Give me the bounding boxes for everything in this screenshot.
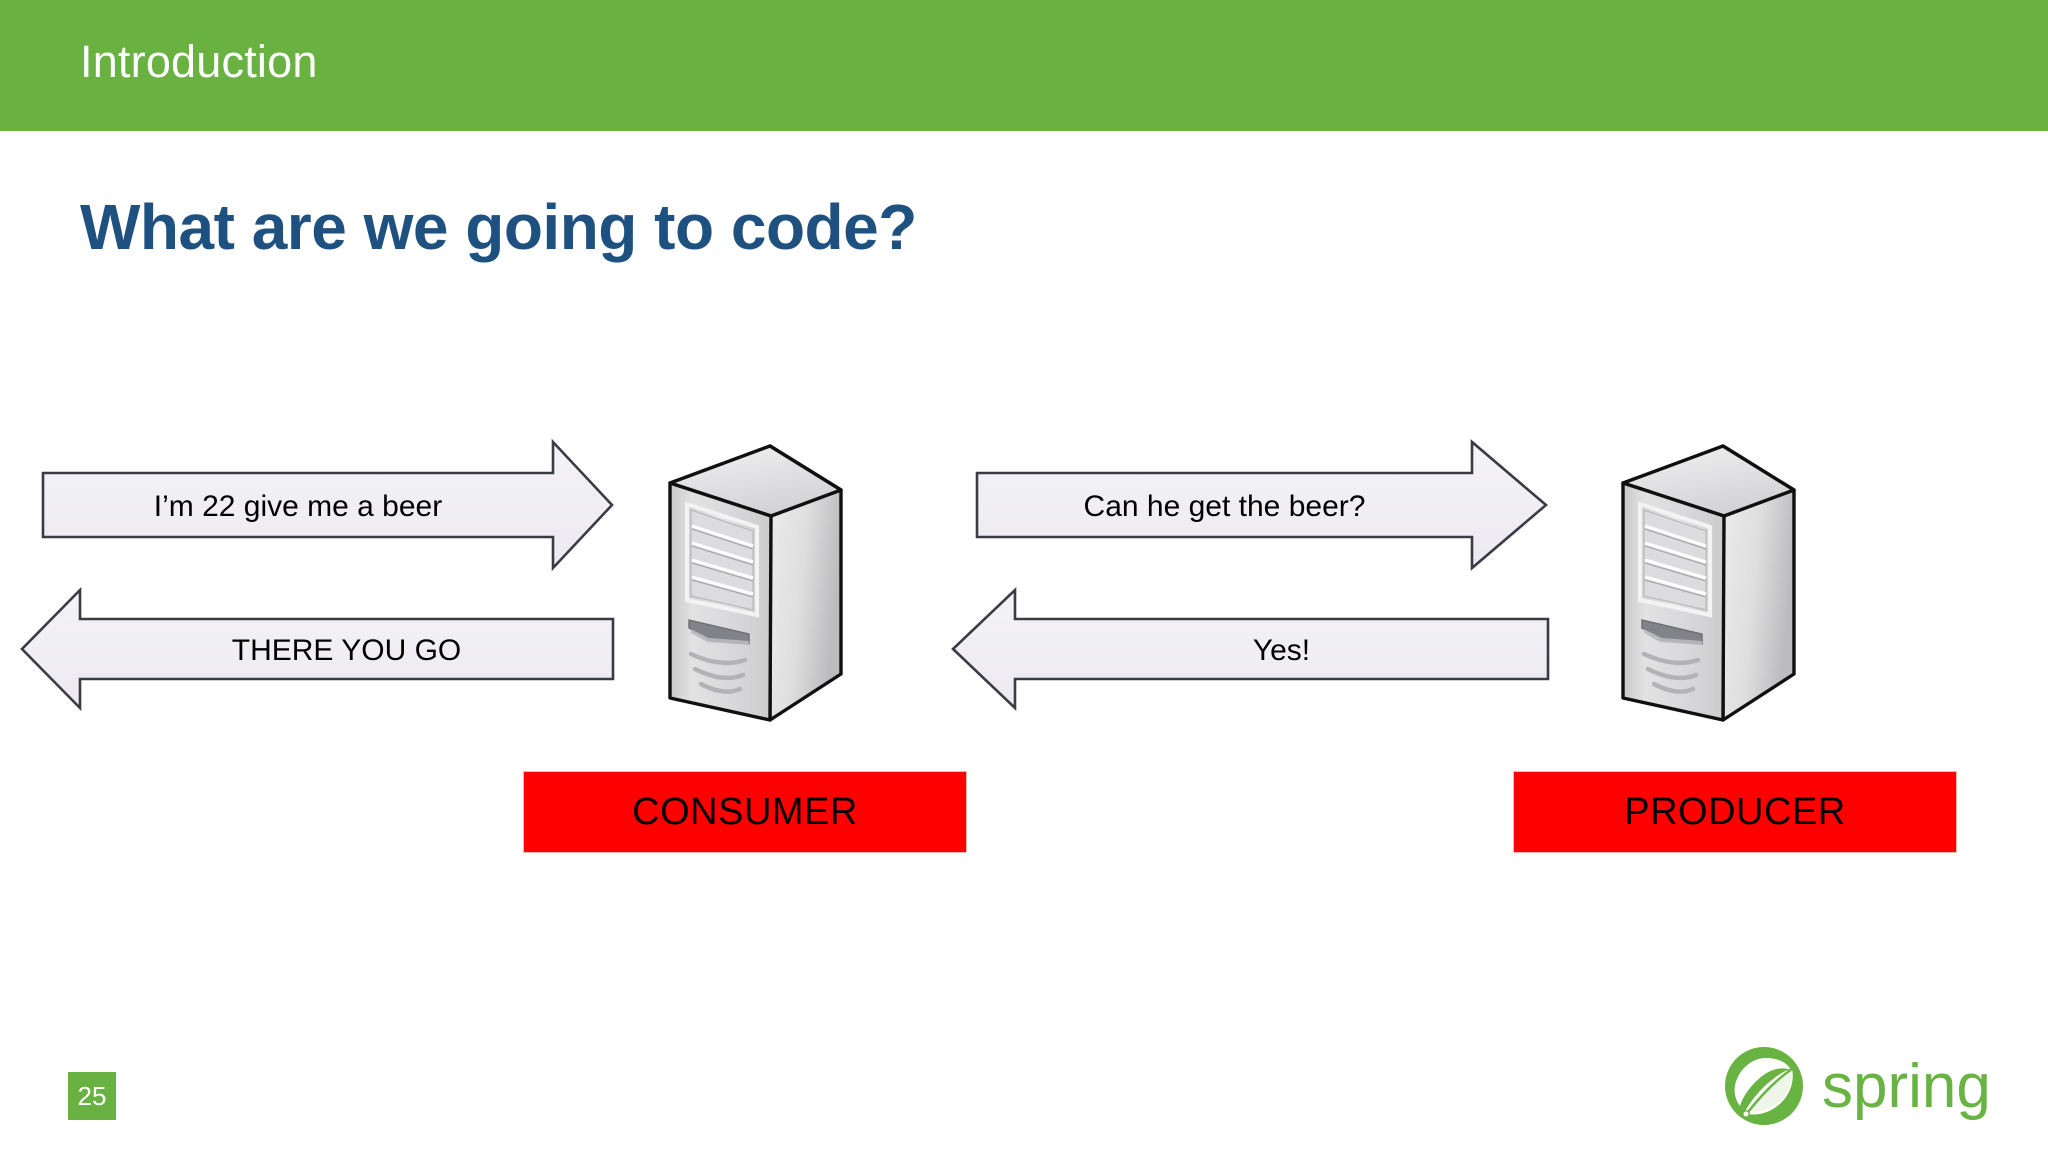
message-arrow-right-2 bbox=[975, 439, 1549, 571]
message-label-1: I’m 22 give me a beer bbox=[153, 490, 443, 523]
section-label: Introduction bbox=[80, 36, 318, 87]
message-arrow-left-1 bbox=[20, 586, 615, 712]
server-tower-icon-producer bbox=[1623, 446, 1794, 720]
page-number-badge: 25 bbox=[68, 1072, 116, 1120]
role-badge-consumer: CONSUMER bbox=[523, 771, 967, 853]
spring-leaf-icon bbox=[1725, 1047, 1803, 1125]
message-label-2: THERE YOU GO bbox=[231, 634, 462, 667]
message-arrow-left-2 bbox=[951, 586, 1550, 712]
server-tower-icon-consumer bbox=[670, 446, 841, 720]
message-label-4: Yes! bbox=[1252, 634, 1311, 667]
role-badge-consumer-label: CONSUMER bbox=[632, 790, 858, 833]
spring-wordmark: spring bbox=[1822, 1052, 1991, 1121]
role-badge-producer-label: PRODUCER bbox=[1624, 790, 1846, 833]
spring-logo: spring bbox=[1725, 1047, 1991, 1125]
header-band bbox=[0, 0, 2048, 131]
message-label-3: Can he get the beer? bbox=[1083, 490, 1366, 523]
role-badge-producer: PRODUCER bbox=[1513, 771, 1957, 853]
page-title: What are we going to code? bbox=[80, 191, 917, 263]
message-arrow-right-1 bbox=[41, 438, 614, 572]
page-number-label: 25 bbox=[77, 1080, 107, 1111]
